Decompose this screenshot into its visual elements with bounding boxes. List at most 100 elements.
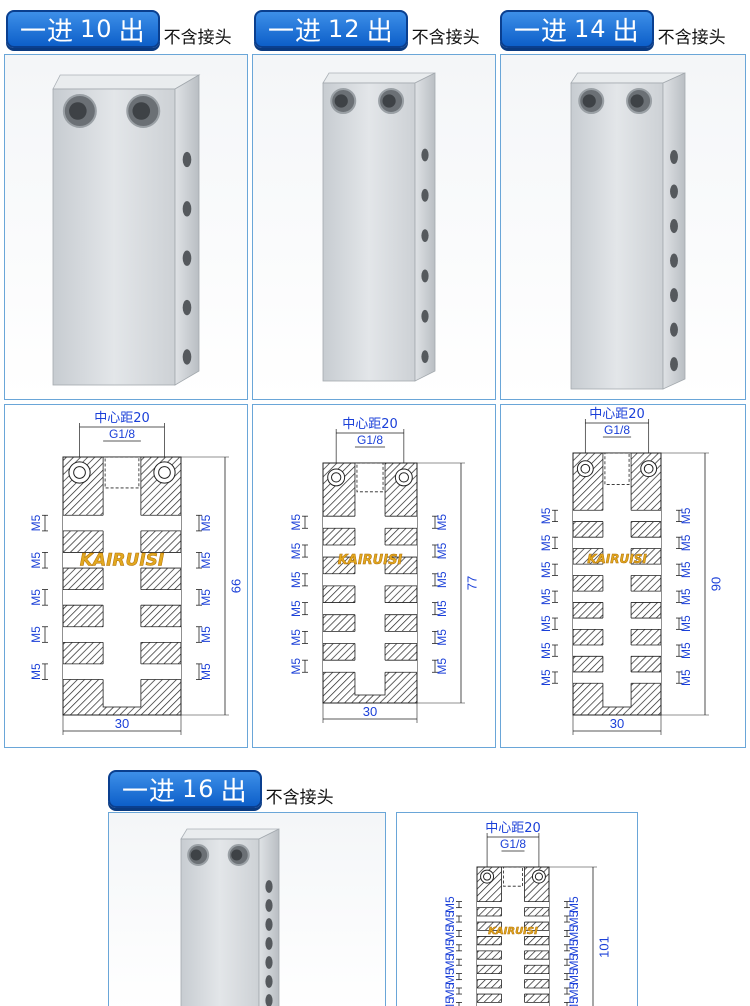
thread-label: M5 bbox=[539, 588, 553, 605]
mount-hole-inner bbox=[73, 466, 86, 479]
port-label: G1/8 bbox=[109, 427, 135, 441]
mount-hole-inner bbox=[483, 872, 492, 881]
outlet-channel bbox=[63, 515, 181, 531]
outlet-channel bbox=[477, 959, 549, 966]
mount-hole-inner bbox=[398, 472, 409, 483]
height-label: 101 bbox=[596, 936, 611, 958]
outlet-hole bbox=[182, 349, 192, 365]
outlet-hole bbox=[421, 229, 429, 243]
thread-label: M5 bbox=[539, 561, 553, 578]
thread-label: M5 bbox=[443, 982, 457, 999]
inlet-port-bore bbox=[582, 94, 596, 108]
watermark-logo: KAIRUISI bbox=[338, 553, 403, 568]
photo-panel-14 bbox=[500, 54, 746, 400]
header-prefix: 一进 bbox=[122, 776, 177, 807]
thread-label: M5 bbox=[289, 629, 303, 646]
block-front bbox=[52, 88, 176, 386]
header-suffix: 出 bbox=[118, 16, 146, 47]
outlet-hole bbox=[670, 288, 678, 303]
outlet-channel bbox=[573, 644, 661, 657]
outlet-hole bbox=[265, 937, 273, 950]
center-distance-label: 中心距20 bbox=[94, 411, 150, 426]
inlet-port-bore bbox=[231, 849, 243, 861]
thread-label: M5 bbox=[443, 968, 457, 985]
inlet-port-bore bbox=[334, 94, 348, 108]
inlet-port-hidden bbox=[356, 462, 384, 493]
outlet-channel bbox=[63, 626, 181, 643]
outlet-channel bbox=[63, 589, 181, 606]
thread-label: M5 bbox=[289, 600, 303, 617]
header-suffix: 出 bbox=[220, 776, 248, 807]
outlet-channel bbox=[323, 602, 417, 615]
block-front bbox=[570, 82, 664, 390]
outlet-channel bbox=[573, 510, 661, 522]
outlet-channel bbox=[63, 552, 181, 569]
header-prefix: 一进 bbox=[268, 16, 323, 47]
outlet-channel bbox=[477, 987, 549, 995]
header-note: 不含接头 bbox=[657, 28, 726, 48]
block-side bbox=[258, 828, 280, 1006]
inlet-port-hidden bbox=[604, 452, 630, 485]
inlet-port-bore bbox=[630, 94, 644, 108]
manifold-photo bbox=[180, 828, 280, 1006]
outlet-channel bbox=[573, 537, 661, 549]
outlet-channel bbox=[477, 915, 549, 923]
thread-label: M5 bbox=[567, 968, 581, 985]
inlet-port-hidden bbox=[104, 456, 140, 489]
thread-label: M5 bbox=[199, 514, 213, 531]
center-distance-label: 中心距20 bbox=[342, 417, 398, 432]
port-label: G1/8 bbox=[357, 433, 383, 447]
outlet-channel bbox=[477, 901, 549, 908]
thread-label: M5 bbox=[435, 629, 449, 646]
thread-label: M5 bbox=[289, 658, 303, 675]
watermark-logo: KAIRUISI bbox=[587, 552, 647, 566]
manifold-photo bbox=[52, 74, 201, 386]
thread-label: M5 bbox=[29, 589, 43, 606]
outlet-hole bbox=[182, 201, 192, 217]
outlet-hole bbox=[670, 219, 678, 234]
outlet-channel bbox=[573, 591, 661, 603]
thread-label: M5 bbox=[679, 561, 693, 578]
thread-label: M5 bbox=[443, 997, 457, 1006]
outlet-hole bbox=[265, 956, 273, 969]
header-count: 12 bbox=[328, 15, 361, 43]
outlet-channel bbox=[323, 516, 417, 529]
watermark-logo: KAIRUISI bbox=[488, 926, 538, 937]
outlet-channel bbox=[477, 930, 549, 937]
thread-label: M5 bbox=[29, 514, 43, 531]
outlet-hole bbox=[421, 309, 429, 323]
thread-label: M5 bbox=[443, 910, 457, 927]
outlet-channel bbox=[323, 544, 417, 558]
thread-label: M5 bbox=[435, 542, 449, 559]
thread-label: M5 bbox=[679, 534, 693, 551]
outlet-hole bbox=[670, 149, 678, 165]
outlet-hole bbox=[182, 250, 192, 266]
thread-label: M5 bbox=[443, 954, 457, 971]
inlet-port-hidden bbox=[503, 866, 523, 887]
mount-hole-inner bbox=[331, 472, 342, 483]
width-label: 30 bbox=[115, 716, 129, 731]
inlet-port-bore bbox=[132, 102, 151, 120]
thread-label: M5 bbox=[199, 663, 213, 680]
mount-hole-inner bbox=[643, 463, 654, 474]
block-side bbox=[174, 74, 200, 386]
thread-label: M5 bbox=[289, 542, 303, 559]
width-label: 30 bbox=[363, 704, 377, 719]
outlet-hole bbox=[670, 357, 678, 372]
block-front bbox=[180, 838, 260, 1006]
height-label: 77 bbox=[464, 576, 479, 590]
outlet-hole bbox=[670, 253, 678, 268]
outlet-hole bbox=[265, 899, 273, 912]
manifold-photo bbox=[322, 72, 436, 382]
header-count: 10 bbox=[80, 15, 113, 43]
thread-label: M5 bbox=[539, 642, 553, 659]
